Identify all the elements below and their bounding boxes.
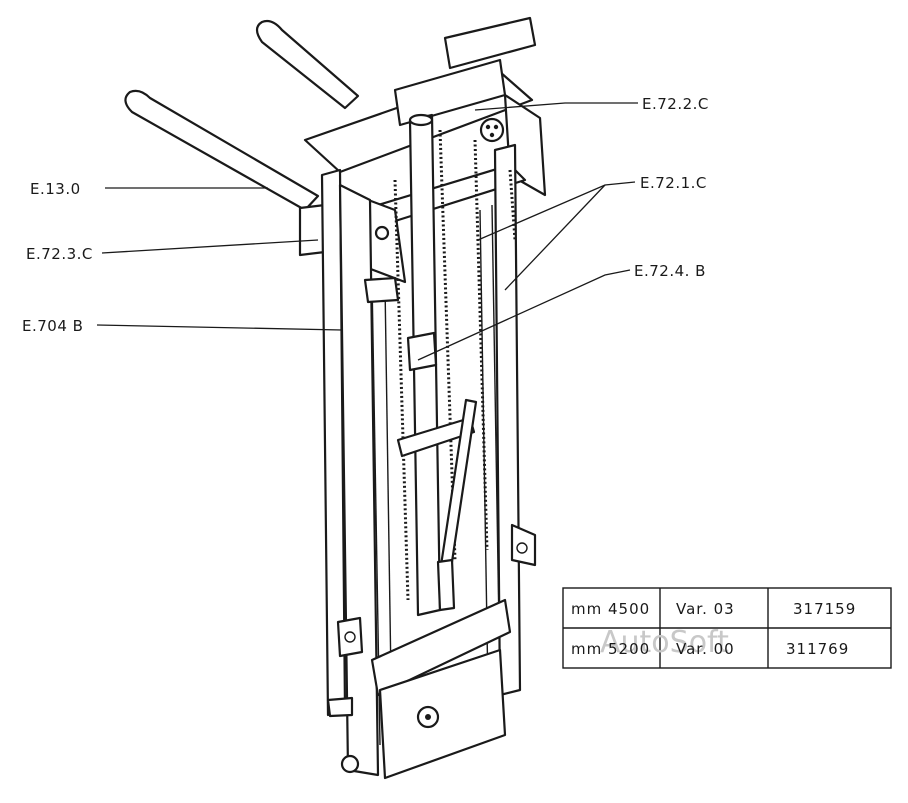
- leader-e7210-b: [504, 184, 606, 291]
- left-mount-tab: [336, 616, 364, 658]
- table-cell-code: 311769: [786, 640, 849, 658]
- watermark: AutoSoft: [600, 625, 729, 660]
- mast-lower-section: [326, 523, 537, 780]
- mast-mid-section: [363, 276, 478, 612]
- table-cell-variant: Var. 00: [676, 640, 735, 658]
- bottom-roller: [340, 754, 360, 774]
- cylinder-collar: [406, 331, 438, 372]
- right-mount-tab: [510, 523, 537, 567]
- callout-e704b: E.704 B: [22, 317, 83, 335]
- leader-e7230: [101, 239, 319, 254]
- leader-e724b: [417, 269, 631, 361]
- bottom-slide-block: [436, 558, 456, 612]
- leader-e7220: [474, 102, 638, 111]
- fork-tine-front: [124, 89, 320, 212]
- right-mount-hole: [516, 542, 528, 554]
- mid-crossbar: [396, 416, 476, 458]
- chain-left: [393, 179, 410, 601]
- table-cell-height: mm 4500: [571, 600, 650, 618]
- lift-chains: [393, 129, 517, 601]
- pulley-bolt-1: [485, 124, 491, 130]
- leader-e704b: [96, 324, 343, 331]
- callout-e7230: E.72.3.C: [26, 245, 93, 263]
- base-pivot-center: [425, 714, 431, 720]
- carriage-rear-block: [443, 16, 537, 70]
- mast-base-plate: [378, 648, 507, 780]
- callout-e130: E.13.0: [30, 180, 81, 198]
- pulley-bolt-3: [489, 132, 495, 138]
- callout-e7210: E.72.1.C: [640, 174, 707, 192]
- table-cell-variant: Var. 03: [676, 600, 735, 618]
- leader-lines: [96, 102, 638, 361]
- side-plate-bolt: [374, 225, 390, 241]
- callout-e7220: E.72.2.C: [642, 95, 709, 113]
- left-hook: [363, 276, 400, 304]
- pulley-bolt-2: [493, 124, 499, 130]
- fork-heel: [298, 203, 327, 257]
- table-cell-height: mm 5200: [571, 640, 650, 658]
- chain-right: [473, 139, 489, 551]
- callout-labels: E.72.2.C E.13.0 E.72.1.C E.72.3.C E.72.4…: [22, 95, 709, 335]
- callout-e724b: E.72.4. B: [634, 262, 706, 280]
- variants-table: AutoSoft mm 4500 Var. 03 317159 mm 5200 …: [562, 587, 892, 669]
- cylinder-top: [408, 113, 434, 127]
- fork-tine-rear: [255, 19, 360, 110]
- left-mount-hole: [344, 631, 356, 643]
- chain-pulley-top: [479, 117, 505, 143]
- lower-crossbar: [370, 598, 512, 697]
- rail-foot-left: [326, 696, 354, 718]
- table-cell-code: 317159: [793, 600, 856, 618]
- fork-tines: [124, 19, 360, 257]
